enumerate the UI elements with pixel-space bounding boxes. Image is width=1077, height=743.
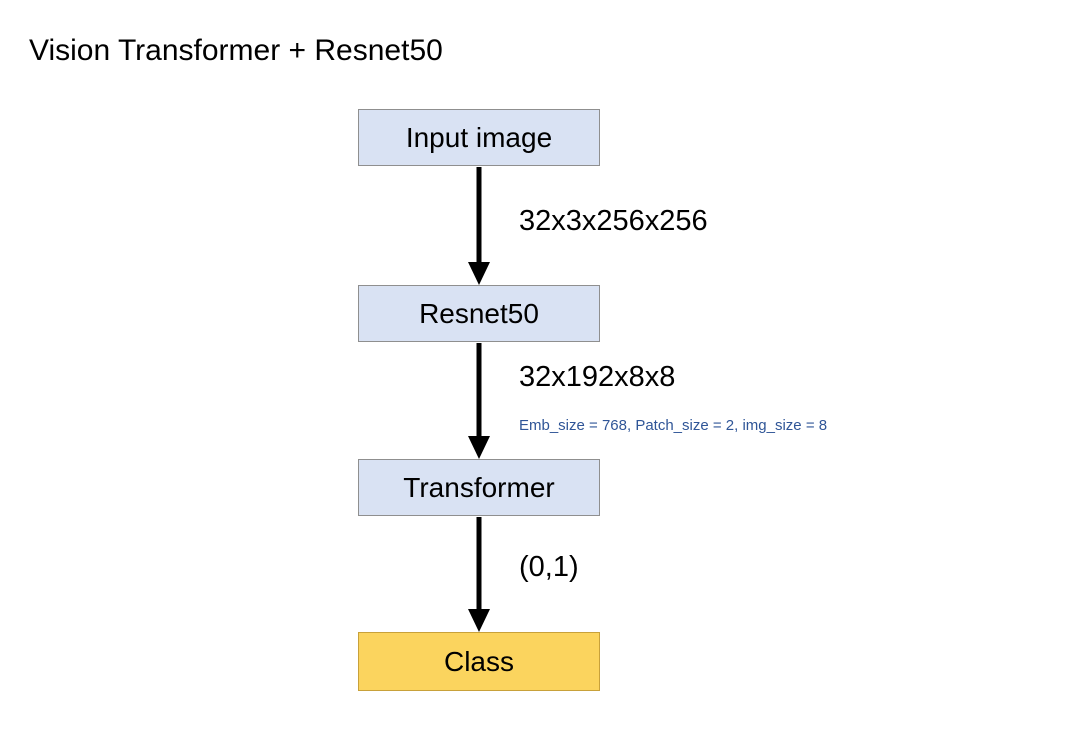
- edge-label-transformer-to-class: (0,1): [519, 551, 579, 583]
- node-input-image[interactable]: Input image: [358, 109, 600, 166]
- edge-note-resnet-to-transformer: Emb_size = 768, Patch_size = 2, img_size…: [519, 417, 828, 434]
- node-transformer[interactable]: Transformer: [358, 459, 600, 516]
- node-resnet50[interactable]: Resnet50: [358, 285, 600, 342]
- edge-label-resnet-to-transformer: 32x192x8x8: [519, 361, 676, 393]
- arrow-resnet-to-transformer: [468, 343, 490, 459]
- arrow-transformer-to-class: [468, 517, 490, 632]
- arrow-input-to-resnet: [468, 167, 490, 285]
- edge-label-input-to-resnet: 32x3x256x256: [519, 205, 708, 237]
- page-title: Vision Transformer + Resnet50: [29, 34, 443, 67]
- node-class[interactable]: Class: [358, 632, 600, 691]
